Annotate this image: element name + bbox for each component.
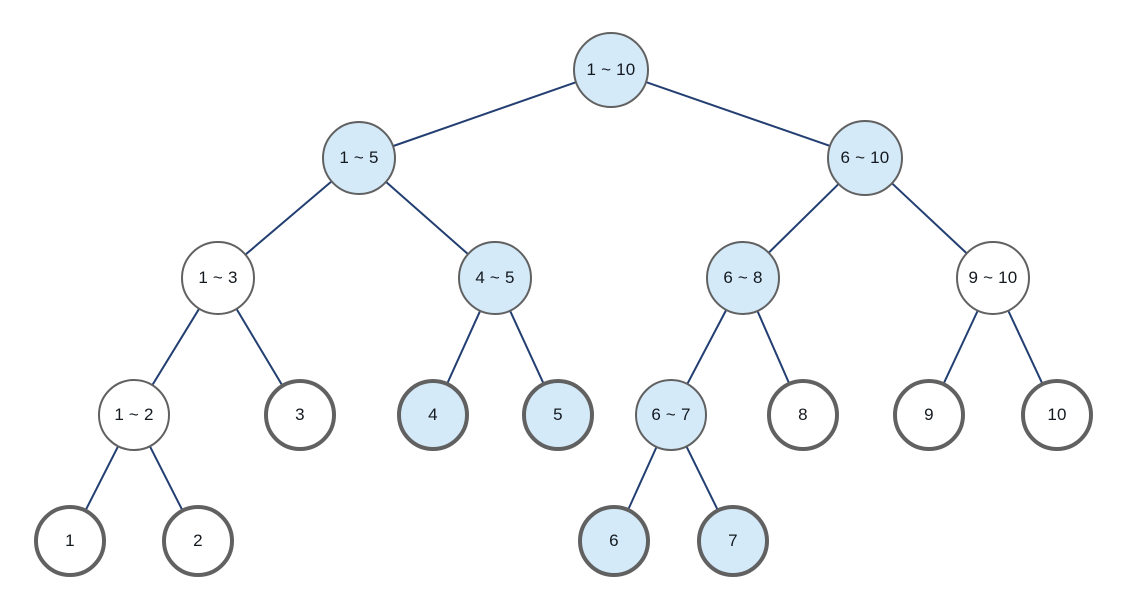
- tree-node-8[interactable]: 8: [767, 379, 839, 451]
- tree-node-1-2[interactable]: 1 ~ 2: [98, 379, 170, 451]
- tree-node-label: 6: [609, 531, 619, 550]
- tree-edge: [942, 309, 979, 385]
- tree-edge: [627, 445, 658, 511]
- tree-node-label: 1: [65, 531, 75, 550]
- tree-node-label: 6 ~ 8: [723, 268, 763, 287]
- tree-node-1[interactable]: 1: [34, 505, 106, 577]
- tree-node-label: 6 ~ 10: [840, 148, 890, 167]
- tree-node-label: 3: [295, 405, 305, 424]
- tree-node-label: 1 ~ 10: [586, 60, 636, 79]
- tree-node-9[interactable]: 9: [893, 379, 965, 451]
- tree-edge: [756, 309, 790, 384]
- tree-node-4[interactable]: 4: [397, 379, 469, 451]
- tree-node-label: 1 ~ 5: [339, 148, 379, 167]
- tree-node-label: 10: [1047, 405, 1067, 424]
- tree-node-label: 6 ~ 7: [651, 405, 691, 424]
- tree-node-label: 4: [428, 405, 438, 424]
- tree-edge: [685, 445, 719, 511]
- tree-edge: [509, 309, 545, 385]
- tree-node-label: 7: [728, 531, 738, 550]
- tree-node-4-5[interactable]: 4 ~ 5: [458, 241, 532, 315]
- tree-edge: [151, 307, 201, 387]
- tree-node-label: 9 ~ 10: [968, 268, 1018, 287]
- tree-edge: [148, 445, 184, 511]
- tree-node-6[interactable]: 6: [578, 505, 650, 577]
- tree-node-label: 1 ~ 2: [114, 405, 154, 424]
- tree-node-7[interactable]: 7: [697, 505, 769, 577]
- tree-node-6-8[interactable]: 6 ~ 8: [706, 241, 780, 315]
- tree-node-6-7[interactable]: 6 ~ 7: [635, 379, 707, 451]
- tree-edge: [84, 445, 120, 511]
- tree-node-1-10[interactable]: 1 ~ 10: [573, 32, 649, 108]
- tree-edge: [446, 309, 482, 385]
- tree-node-10[interactable]: 10: [1021, 379, 1093, 451]
- tree-node-label: 1 ~ 3: [198, 268, 238, 287]
- tree-node-label: 2: [193, 531, 203, 550]
- tree-edge: [384, 180, 470, 256]
- tree-edge: [391, 81, 578, 148]
- tree-node-label: 4 ~ 5: [475, 268, 515, 287]
- tree-node-1-5[interactable]: 1 ~ 5: [322, 121, 396, 195]
- tree-edge: [644, 81, 832, 147]
- tree-node-1-3[interactable]: 1 ~ 3: [181, 241, 255, 315]
- tree-edge: [890, 182, 968, 255]
- tree-node-2[interactable]: 2: [162, 505, 234, 577]
- tree-node-5[interactable]: 5: [522, 379, 594, 451]
- tree-node-label: 9: [924, 405, 934, 424]
- tree-edge: [235, 307, 284, 386]
- tree-edge: [686, 308, 728, 386]
- tree-node-label: 5: [553, 405, 563, 424]
- tree-edge: [767, 182, 840, 254]
- tree-node-9-10[interactable]: 9 ~ 10: [956, 241, 1030, 315]
- tree-edge: [244, 180, 333, 256]
- tree-node-label: 8: [798, 405, 808, 424]
- tree-node-3[interactable]: 3: [264, 379, 336, 451]
- tree-edge: [1007, 309, 1044, 385]
- tree-node-6-10[interactable]: 6 ~ 10: [827, 120, 903, 196]
